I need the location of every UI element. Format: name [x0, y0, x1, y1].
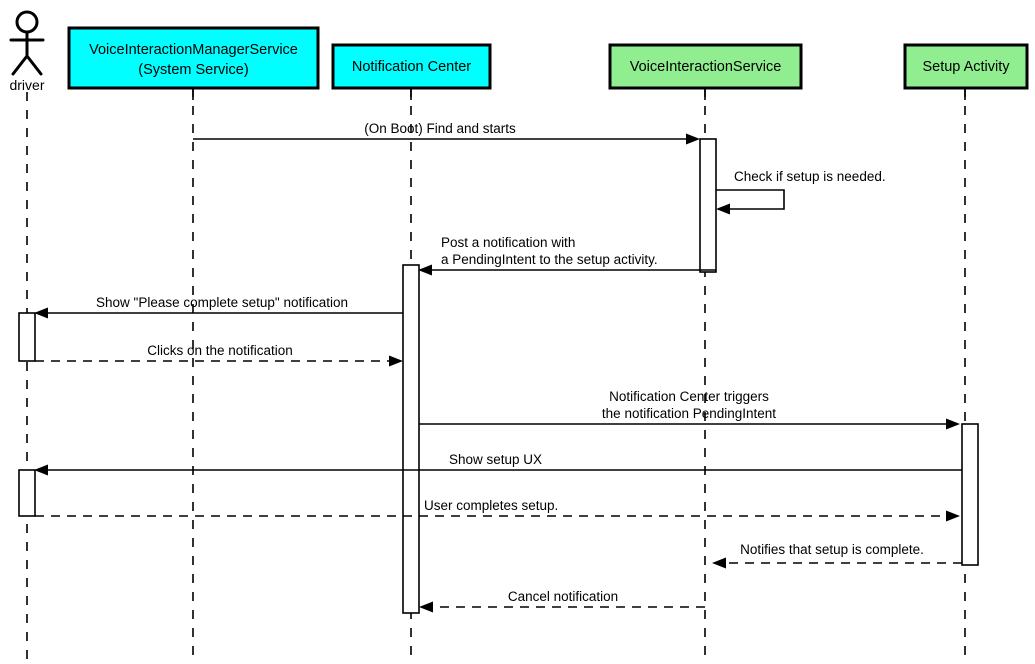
message-label-m2: Check if setup is needed.	[734, 169, 886, 184]
actor-leg-right-icon	[25, 54, 43, 76]
message-m3: Post a notification with a PendingIntent…	[418, 235, 716, 276]
arrow-head-m5	[389, 355, 403, 367]
participant-box-notifcenter[interactable]	[331, 43, 492, 90]
arrow-head-m1	[686, 133, 700, 145]
participant-label-vims-line2: (System Service)	[138, 62, 248, 78]
message-label-m7: Show setup UX	[449, 452, 542, 467]
participant-box-setupactivity[interactable]	[903, 43, 1029, 90]
arrow-head-m2	[716, 203, 730, 215]
message-m10: Cancel notification	[419, 589, 705, 613]
arrow-head-m7	[34, 464, 48, 476]
message-label-m4: Show "Please complete setup" notificatio…	[96, 295, 348, 310]
participant-label-notifcenter: Notification Center	[352, 59, 471, 75]
participant-box-vis[interactable]	[608, 43, 803, 90]
arrow-head-m6	[946, 418, 960, 430]
message-label-m3-line2: a PendingIntent to the setup activity.	[441, 252, 658, 267]
lifeline-stubs	[192, 88, 966, 100]
message-m5: Clicks on the notification	[35, 343, 403, 367]
arrow-head-m9	[712, 557, 726, 569]
message-m1: (On Boot) Find and starts	[193, 121, 700, 145]
message-label-m1: (On Boot) Find and starts	[364, 121, 516, 136]
participant-box-vims[interactable]	[67, 26, 320, 90]
message-label-m5: Clicks on the notification	[147, 343, 293, 358]
message-line-m2	[716, 189, 785, 210]
participant-driver[interactable]: driver	[9, 10, 45, 93]
message-label-m8: User completes setup.	[424, 498, 558, 513]
arrow-head-m4	[34, 307, 48, 319]
participant-label-setupactivity: Setup Activity	[922, 59, 1010, 75]
actor-head-icon	[15, 10, 39, 34]
participant-setupactivity[interactable]: Setup Activity	[903, 43, 1029, 90]
participant-label-vims-line1: VoiceInteractionManagerService	[89, 42, 298, 58]
message-m2: Check if setup is needed.	[716, 169, 886, 215]
participant-vims[interactable]: VoiceInteractionManagerService (System S…	[67, 26, 320, 90]
message-m6: Notification Center triggers the notific…	[419, 389, 960, 430]
activation-bar-driver-1	[18, 312, 36, 362]
activation-bar-setupactivity	[961, 423, 979, 566]
message-m8: User completes setup.	[35, 498, 960, 522]
actor-leg-left-icon	[11, 54, 29, 76]
arrow-head-m10	[419, 601, 433, 613]
message-label-m10: Cancel notification	[508, 589, 618, 604]
activation-bar-vis	[699, 138, 717, 273]
message-label-m3-line1: Post a notification with	[441, 235, 575, 250]
arrow-head-m3	[418, 264, 432, 276]
participant-notifcenter[interactable]: Notification Center	[331, 43, 492, 90]
activation-bar-notifcenter	[402, 264, 420, 614]
arrow-head-m8	[946, 510, 960, 522]
message-label-m6-line2: the notification PendingIntent	[602, 406, 776, 421]
participant-label-vis: VoiceInteractionService	[630, 59, 782, 75]
message-label-m9: Notifies that setup is complete.	[740, 542, 924, 557]
message-m9: Notifies that setup is complete.	[712, 542, 962, 569]
participant-label-driver: driver	[9, 77, 44, 93]
message-m7: Show setup UX	[34, 452, 962, 476]
participant-vis[interactable]: VoiceInteractionService	[608, 43, 803, 90]
message-label-m6-line1: Notification Center triggers	[609, 389, 769, 404]
message-m4: Show "Please complete setup" notificatio…	[34, 295, 403, 319]
activation-bar-driver-2	[18, 469, 36, 517]
